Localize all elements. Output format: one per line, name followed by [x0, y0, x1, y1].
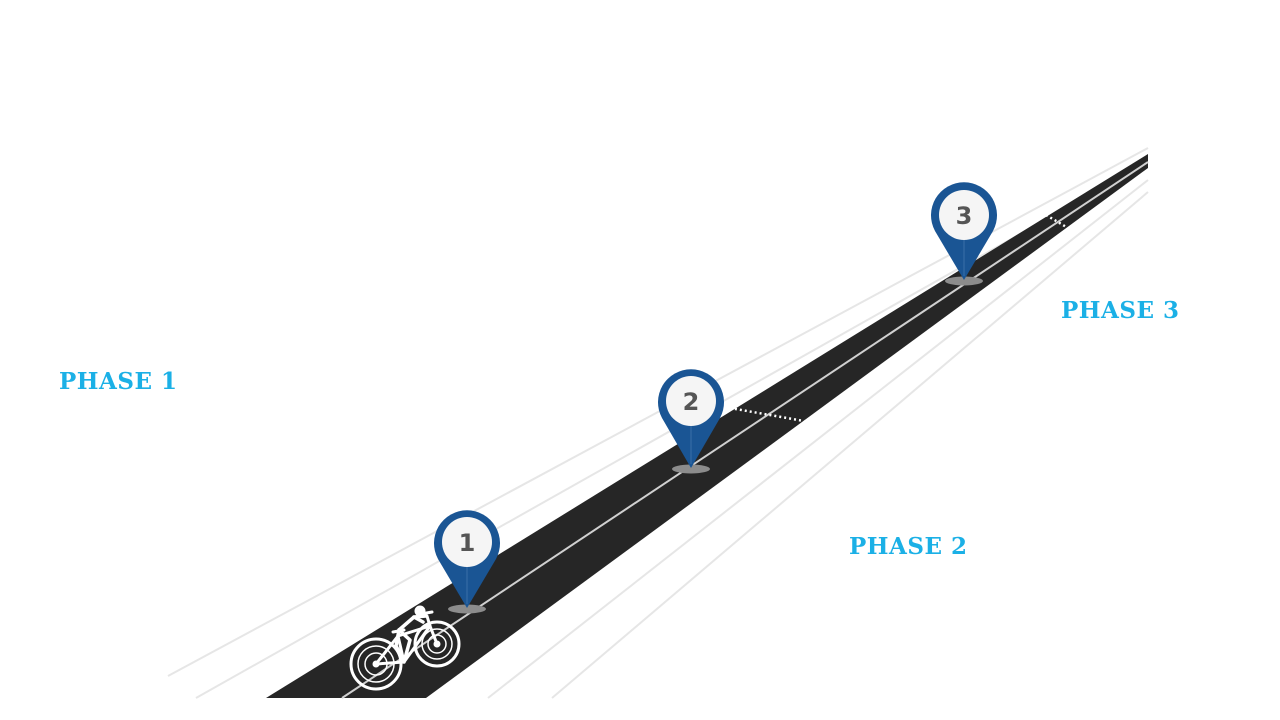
phase-1-label: PHASE 1 [59, 368, 178, 395]
phase-2-label: PHASE 2 [849, 533, 968, 560]
perspective-guide-lines [167, 147, 1149, 699]
guide-line [551, 191, 1149, 699]
marker-number: 1 [459, 529, 476, 557]
front-wheel [413, 620, 461, 668]
phase-3-label: PHASE 3 [1061, 297, 1180, 324]
rider [394, 605, 428, 664]
guide-line [167, 147, 1149, 677]
marker-shadow [448, 604, 486, 614]
marker-badge [442, 517, 492, 567]
guide-line [487, 179, 1149, 699]
marker-2: 2 [658, 369, 724, 474]
marker-shadow [945, 276, 983, 286]
road-center-line [341, 161, 1149, 699]
dotted-connector [1045, 213, 1069, 230]
marker-1: 1 [434, 510, 500, 614]
marker-number: 3 [956, 202, 973, 230]
marker-badge [666, 376, 716, 426]
marker-number: 2 [683, 388, 700, 416]
marker-badge [939, 190, 989, 240]
marker-3: 3 [931, 182, 998, 286]
cyclist-icon [349, 605, 461, 691]
marker-shadow [672, 464, 710, 474]
